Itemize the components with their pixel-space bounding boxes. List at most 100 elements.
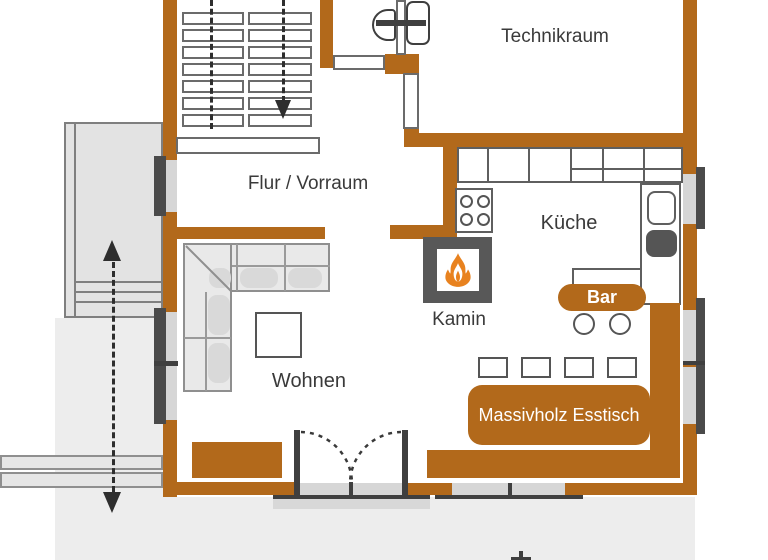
room-label-technikraum: Technikraum <box>501 26 609 47</box>
stair-walkline-up <box>210 0 213 129</box>
stair-step <box>182 12 244 25</box>
wall-stair-right <box>320 0 333 68</box>
bar-label: Bar <box>586 287 617 307</box>
sofa-seam <box>184 337 231 339</box>
door-post <box>294 430 300 497</box>
stair-step <box>248 63 312 76</box>
door-post <box>402 430 408 497</box>
right-window-b-glass <box>683 310 696 362</box>
bar-stool <box>573 313 595 335</box>
stove-burner <box>477 213 490 226</box>
door-handle-bar <box>376 20 426 26</box>
sofa-seam <box>284 244 286 291</box>
stair-step <box>248 29 312 42</box>
counter-divider <box>528 149 530 181</box>
stair-step <box>182 97 244 110</box>
technikraum-door-leaf <box>333 55 385 70</box>
room-label-wohnen: Wohnen <box>271 370 347 392</box>
entry-door-leaf <box>403 73 419 129</box>
room-label-flur-vorraum: Flur / Vorraum <box>247 173 369 194</box>
sink <box>647 191 676 225</box>
bar-label-pill: Bar <box>558 284 646 311</box>
door-swing-arc-left <box>300 430 354 485</box>
stair-step <box>182 29 244 42</box>
sofa-cushion <box>208 295 230 335</box>
right-window-b-glass <box>683 367 696 424</box>
exterior-door-step <box>273 495 430 509</box>
stair-step <box>248 80 312 93</box>
dining-chair <box>521 357 551 378</box>
room-label-kamin: Kamin <box>432 309 486 330</box>
left-window-outer-frame <box>154 308 166 424</box>
edge-marker <box>511 557 531 560</box>
up-arrow-icon <box>103 240 121 261</box>
stair-walkline-down <box>282 0 285 102</box>
down-arrow-icon <box>103 492 121 513</box>
wall-bottom-left <box>163 482 297 495</box>
balcony-step-line <box>74 281 163 283</box>
stove-burner <box>477 195 490 208</box>
left-window-divider <box>154 361 178 366</box>
right-window-b-outer <box>696 298 705 434</box>
sofa-cushion <box>208 343 230 383</box>
stair-step <box>182 63 244 76</box>
left-window-glass <box>166 312 177 420</box>
coffee-table <box>255 312 302 358</box>
wall-flur-wohnen-divider <box>170 227 325 239</box>
sofa-seam <box>205 292 207 391</box>
counter-divider <box>570 149 572 181</box>
dining-chair <box>478 357 508 378</box>
counter-divider <box>643 149 645 181</box>
bar-stool <box>609 313 631 335</box>
stair-landing <box>176 137 320 154</box>
patio-door-track <box>435 495 583 499</box>
flame-icon <box>445 253 471 287</box>
sofa-seam <box>236 244 238 291</box>
exterior-step <box>0 472 163 488</box>
counter-shelf-line <box>572 168 681 170</box>
sofa-seam <box>232 265 330 267</box>
dining-chair <box>607 357 637 378</box>
dining-table: Massivholz Esstisch <box>468 385 650 445</box>
dining-table-label: Massivholz Esstisch <box>478 404 640 425</box>
wall-bottom-stub <box>408 483 452 495</box>
side-walkway-area <box>55 318 163 497</box>
right-window-b-divider <box>683 361 705 365</box>
patio-door-divider <box>508 483 512 497</box>
stove-burner <box>460 213 473 226</box>
partition-wall-thin <box>396 0 406 55</box>
sofa-cushion <box>240 268 278 288</box>
counter-divider <box>602 149 604 181</box>
dining-bench-horizontal <box>427 450 680 478</box>
door-swing-arc-right <box>348 430 402 485</box>
wall-entry-block <box>385 54 419 74</box>
sofa-cushion <box>209 268 231 288</box>
sofa-cushion <box>288 268 322 288</box>
stair-step <box>182 80 244 93</box>
exterior-step <box>0 455 163 470</box>
wall-kitchen-left <box>443 147 457 228</box>
sideboard <box>192 442 282 478</box>
dining-bench-vertical <box>650 303 680 478</box>
stair-step <box>182 114 244 127</box>
balcony-inner-line <box>74 122 76 318</box>
right-window-a-glass <box>683 174 696 224</box>
door-center-divider <box>349 482 353 497</box>
wall-kamin-stub <box>390 225 457 239</box>
left-door-outer-frame <box>154 156 166 216</box>
stair-step <box>182 46 244 59</box>
fireplace-firebox <box>437 249 479 291</box>
balcony-step-line <box>74 301 163 303</box>
walk-path-dashed-line <box>112 262 115 492</box>
stove-burner <box>460 195 473 208</box>
left-door-leaf <box>166 160 177 212</box>
cooktop-appliance <box>646 230 677 257</box>
stair-step <box>248 12 312 25</box>
counter-divider <box>487 149 489 181</box>
edge-marker <box>519 551 523 560</box>
stair-step <box>248 46 312 59</box>
stair-down-arrow-icon <box>275 100 291 119</box>
wall-top-main <box>404 133 697 147</box>
balcony-step-line <box>74 291 163 293</box>
